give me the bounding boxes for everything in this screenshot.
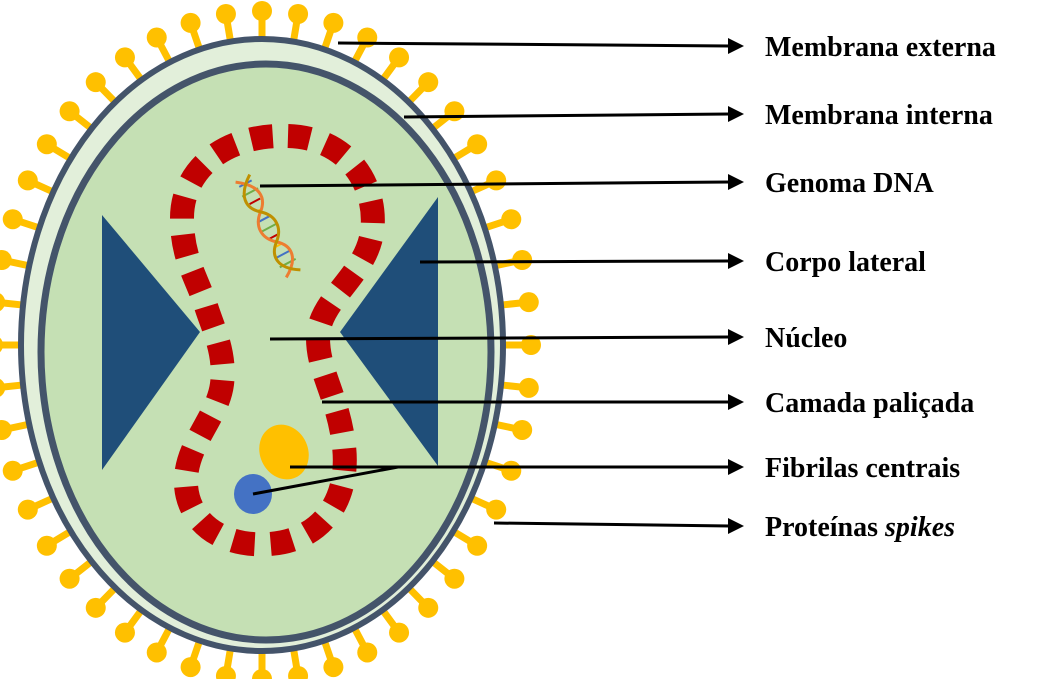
label-lateral-body: Corpo lateral — [765, 247, 926, 278]
spike-protein — [60, 101, 92, 128]
label-spike-proteins: Proteínas spikes — [765, 512, 955, 543]
spike-protein — [0, 250, 29, 270]
spike-protein — [485, 461, 522, 481]
spike-protein — [60, 561, 92, 588]
label-palisade-layer: Camada paliçada — [765, 388, 974, 419]
spike-protein — [354, 28, 377, 63]
spike-protein — [383, 47, 410, 80]
spike-protein — [0, 292, 23, 312]
leader-line-outer-membrane — [338, 43, 730, 46]
label-outer-membrane: Membrana externa — [765, 32, 996, 63]
leader-line-nucleus — [270, 337, 730, 339]
spike-protein — [495, 420, 532, 440]
spike-protein — [409, 588, 439, 618]
arrowhead — [728, 106, 744, 122]
arrowhead — [728, 174, 744, 190]
spike-protein — [471, 498, 506, 520]
spike-protein — [181, 641, 201, 678]
arrowhead — [728, 38, 744, 54]
spike-protein — [495, 250, 532, 270]
spike-protein — [115, 47, 142, 80]
label-genome: Genoma DNA — [765, 168, 935, 199]
spike-protein — [323, 641, 343, 678]
labels: Membrana externa Membrana interna Genoma… — [765, 32, 996, 543]
spike-protein — [147, 28, 170, 63]
arrowhead — [728, 253, 744, 269]
label-central-fibrils: Fibrilas centrais — [765, 453, 960, 484]
spike-protein — [37, 134, 71, 158]
spike-protein — [18, 498, 53, 520]
spike-protein — [288, 648, 308, 679]
arrowhead — [728, 329, 744, 345]
spike-protein — [471, 170, 506, 192]
spike-protein — [37, 531, 71, 555]
spike-protein — [501, 378, 539, 398]
spike-protein — [0, 335, 21, 355]
spike-protein — [0, 420, 29, 440]
arrowhead — [728, 394, 744, 410]
spike-protein — [383, 610, 410, 643]
spike-protein — [216, 648, 236, 679]
label-spike-proteins-main: Proteínas — [765, 512, 878, 543]
spike-protein — [115, 610, 142, 643]
spike-protein — [18, 170, 53, 192]
spike-protein — [0, 378, 23, 398]
spike-protein — [453, 134, 487, 158]
spike-protein — [86, 588, 116, 618]
leader-line-lateral-body — [420, 261, 730, 262]
spike-protein — [147, 628, 170, 663]
spike-protein — [432, 561, 464, 588]
arrowheads — [728, 38, 744, 534]
label-inner-membrane: Membrana interna — [765, 100, 993, 131]
spike-protein — [432, 101, 464, 128]
arrowhead — [728, 459, 744, 475]
spike-protein — [354, 628, 377, 663]
spike-protein — [485, 209, 522, 229]
label-nucleus: Núcleo — [765, 323, 847, 354]
spike-protein — [216, 4, 236, 42]
spike-protein — [453, 531, 487, 555]
spike-protein — [288, 4, 308, 42]
spike-protein — [409, 72, 439, 102]
spike-protein — [252, 651, 272, 679]
spike-protein — [181, 13, 201, 50]
spike-protein — [252, 1, 272, 39]
arrowhead — [728, 518, 744, 534]
label-spike-proteins-italic: spikes — [884, 512, 955, 543]
spike-protein — [86, 72, 116, 102]
spike-protein — [3, 209, 40, 229]
spike-protein — [501, 292, 539, 312]
spike-protein — [3, 461, 40, 481]
leader-line-spike-proteins — [494, 523, 730, 526]
